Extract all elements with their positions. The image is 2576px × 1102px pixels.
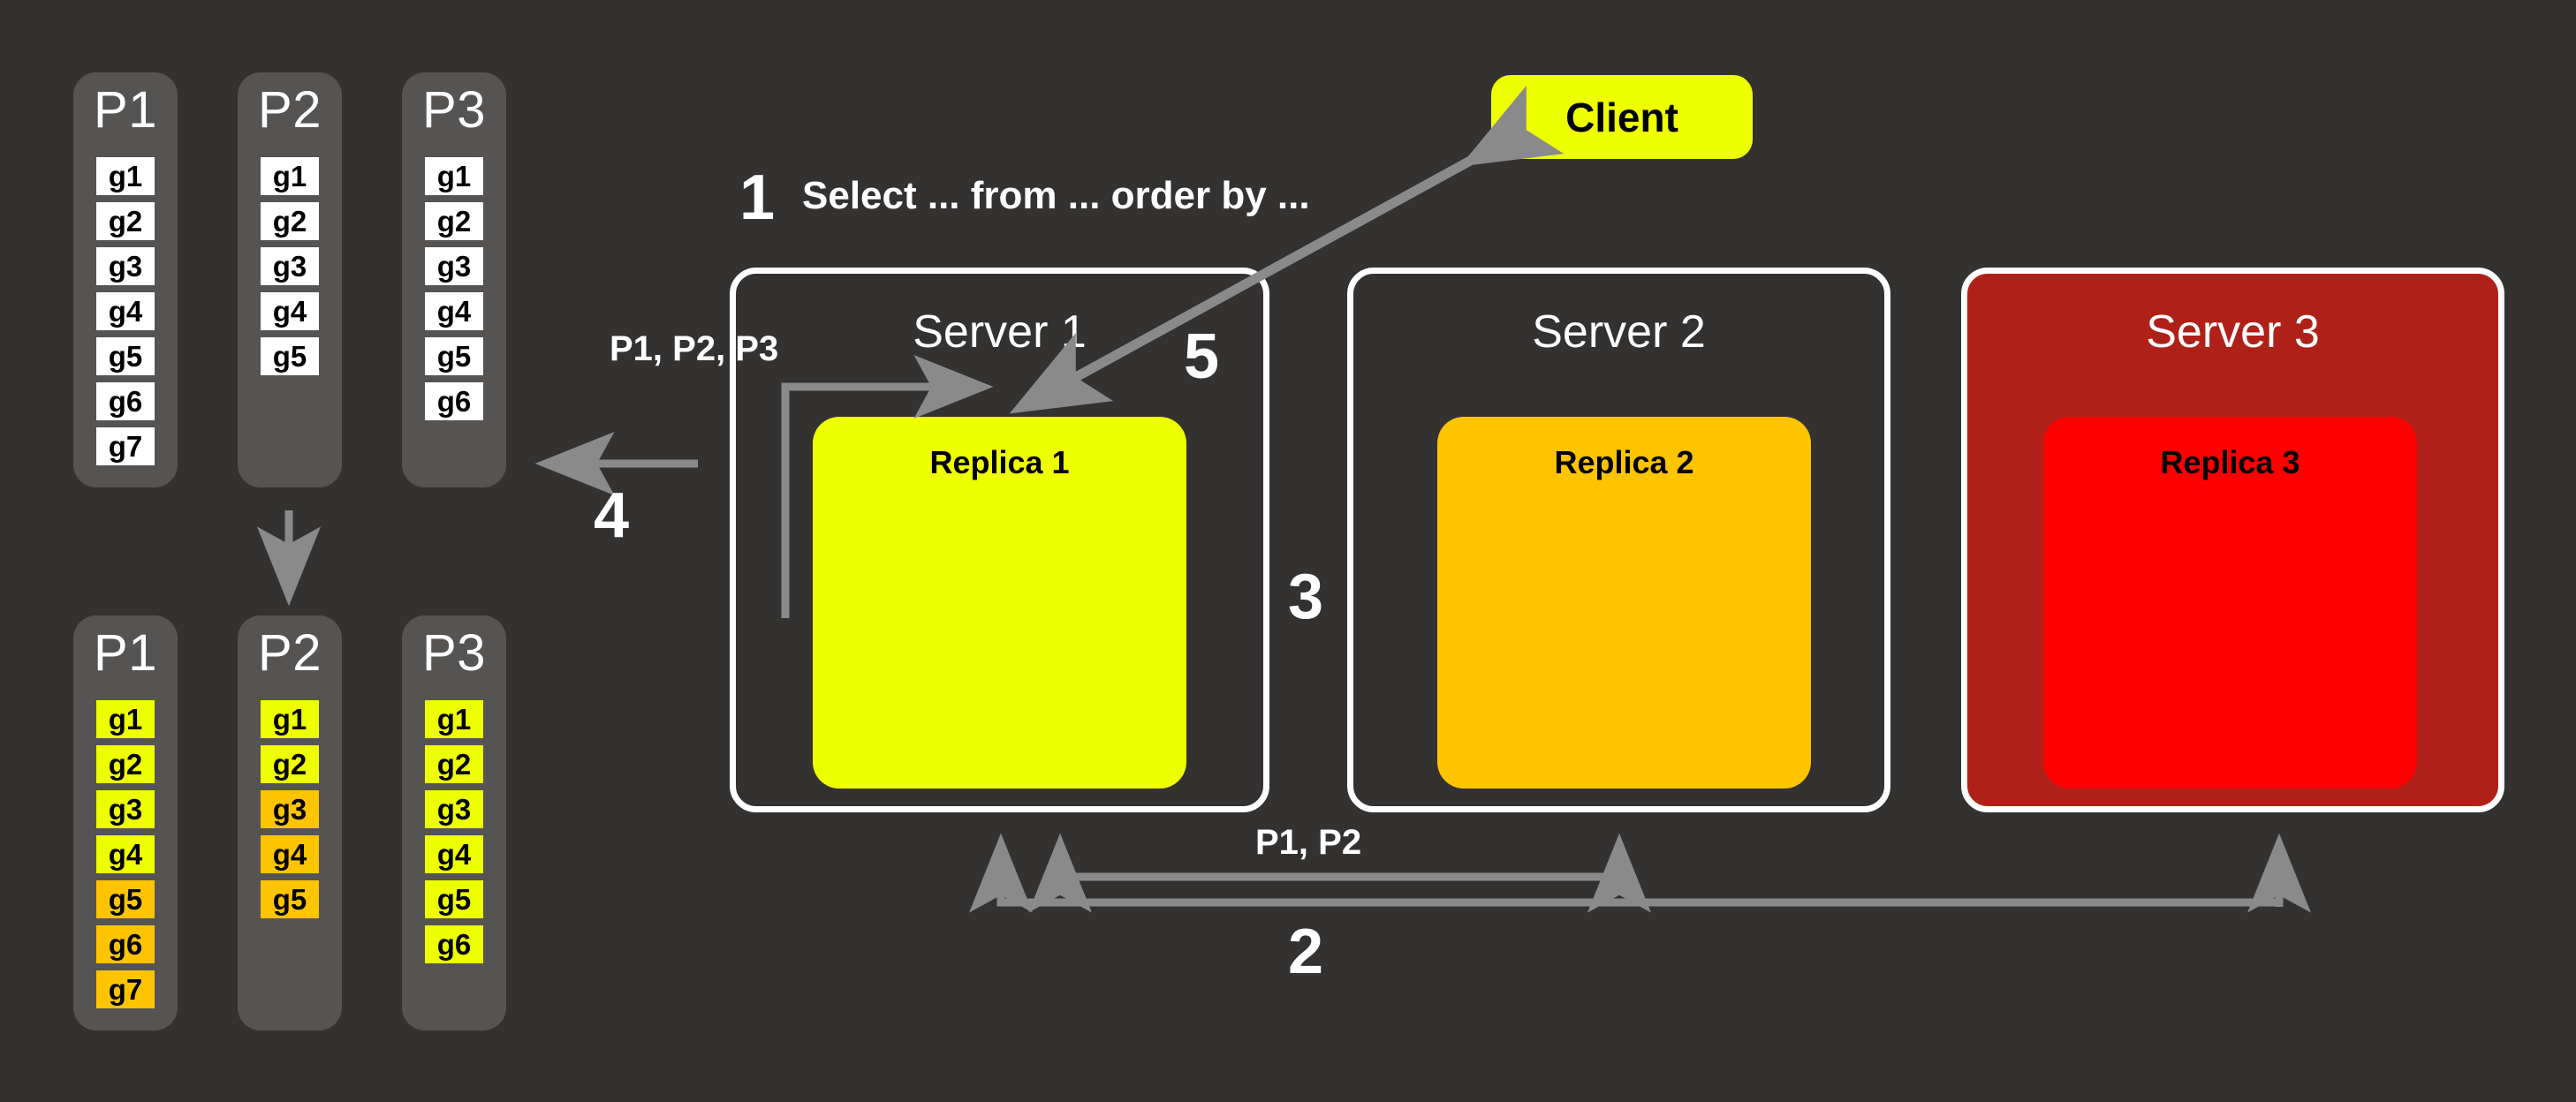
step-number-5: 5 [1184,321,1220,392]
partition-cell: g6 [425,382,483,420]
query-label: Select ... from ... order by ... [802,174,1310,217]
partition-panel-bottom-p3: P3 g1 g2 g3 g4 g5 g6 [402,615,506,1030]
server-title: Server 2 [1532,306,1706,358]
arrow-step-2-outer [969,833,2311,913]
replica-2-box[interactable]: Replica 2 [1437,417,1811,789]
partition-cell: g2 [425,745,483,783]
partition-cell: g4 [261,292,319,330]
partition-cell: g4 [425,835,483,873]
partition-cells: g1 g2 g3 g4 g5 g6 [425,157,483,427]
partition-cell: g1 [425,157,483,195]
replica-label: Replica 2 [1554,444,1694,480]
partition-title: P1 [94,81,157,139]
partition-cell: g5 [96,337,155,375]
partition-panel-top-p2: P2 g1 g2 g3 g4 g5 [238,72,342,487]
step-number-2: 2 [1288,917,1324,987]
step-number-1: 1 [739,162,776,233]
partition-cells: g1 g2 g3 g4 g5 g6 [425,700,483,970]
partition-title: P3 [422,81,486,139]
partition-panel-bottom-p1: P1 g1 g2 g3 g4 g5 g6 g7 [73,615,178,1030]
partition-cells: g1 g2 g3 g4 g5 g6 g7 [96,700,155,1015]
partition-cell: g5 [261,337,319,375]
partition-title: P2 [258,624,322,682]
partition-cell: g2 [96,745,155,783]
partition-cell: g1 [261,700,319,738]
partition-cell: g3 [261,247,319,285]
partition-cell: g5 [425,337,483,375]
partition-cell: g5 [425,880,483,918]
partitions-all-label: P1, P2, P3 [610,329,779,368]
partition-cell: g3 [425,247,483,285]
partition-cell: g2 [425,202,483,240]
partitions-p1p2-label: P1, P2 [1255,823,1362,862]
partition-panel-top-p3: P3 g1 g2 g3 g4 g5 g6 [402,72,506,487]
partition-cell: g6 [96,925,155,963]
partition-cell: g1 [96,700,155,738]
partition-cell: g4 [96,292,155,330]
step-number-4: 4 [594,480,630,551]
partition-cells: g1 g2 g3 g4 g5 [261,157,319,382]
partition-panel-top-p1: P1 g1 g2 g3 g4 g5 g6 g7 [73,72,178,487]
server-title: Server 3 [2146,306,2320,358]
client-label: Client [1565,94,1678,140]
partition-cell: g3 [261,790,319,828]
partition-cells: g1 g2 g3 g4 g5 g6 g7 [96,157,155,472]
replica-label: Replica 3 [2160,444,2300,480]
partition-cell: g3 [96,247,155,285]
partition-cell: g4 [425,292,483,330]
partition-cell: g7 [96,427,155,465]
partition-cell: g3 [425,790,483,828]
partition-panel-bottom-p2: P2 g1 g2 g3 g4 g5 [238,615,342,1030]
partition-cell: g6 [96,382,155,420]
partition-cell: g4 [261,835,319,873]
partition-cell: g5 [261,880,319,918]
partition-title: P1 [94,624,157,682]
partition-cell: g4 [96,835,155,873]
replica-3-box[interactable]: Replica 3 [2043,417,2417,789]
partition-cell: g2 [261,202,319,240]
partition-title: P3 [422,624,486,682]
replica-1-box[interactable]: Replica 1 [813,417,1186,789]
partition-cell: g2 [261,745,319,783]
partition-cell: g5 [96,880,155,918]
partition-cell: g3 [96,790,155,828]
partition-title: P2 [258,81,322,139]
partition-cells: g1 g2 g3 g4 g5 [261,700,319,925]
replica-label: Replica 1 [929,444,1070,480]
partition-cell: g1 [96,157,155,195]
partition-cell: g6 [425,925,483,963]
partition-cell: g1 [261,157,319,195]
step-number-3: 3 [1288,562,1324,632]
partition-cell: g2 [96,202,155,240]
partition-cell: g7 [96,970,155,1008]
partition-cell: g1 [425,700,483,738]
client-box[interactable]: Client [1491,75,1753,159]
